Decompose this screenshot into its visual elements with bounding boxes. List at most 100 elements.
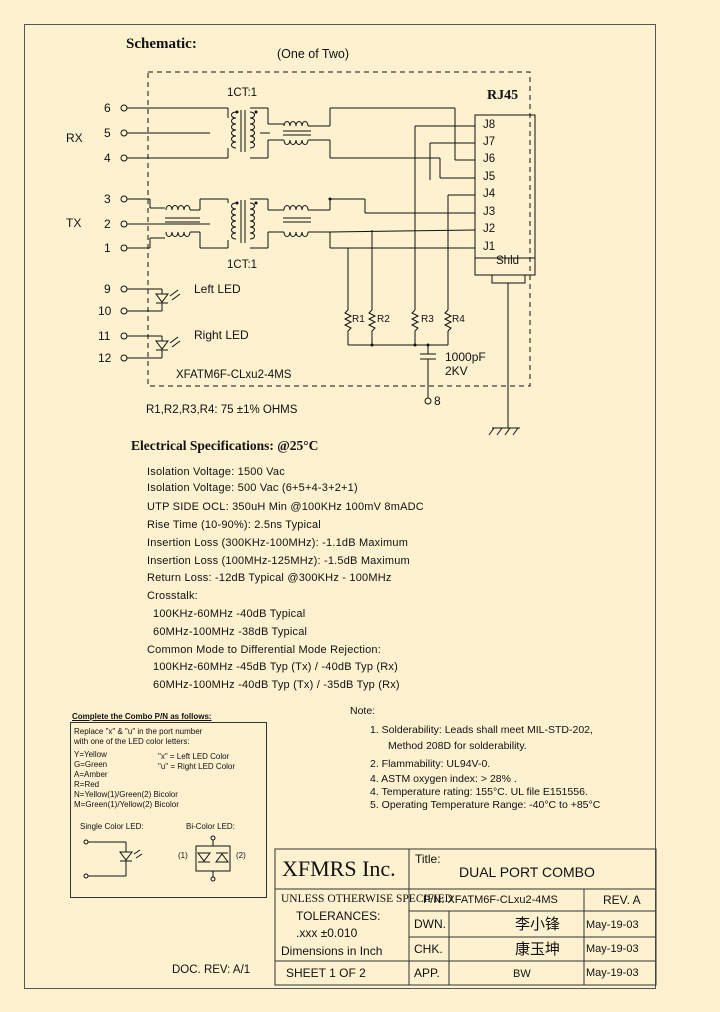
tx-choke-top <box>165 205 191 211</box>
revision: REV. A <box>603 893 641 907</box>
notes-title: Note: <box>350 705 376 717</box>
chk-date: May-19-03 <box>586 943 639 955</box>
dwn-signature: 李小锋 <box>515 916 561 933</box>
combo-title: Complete the Combo P/N as follows: <box>72 712 212 721</box>
jack-pin-j3: J3 <box>483 206 496 218</box>
chk-signature: 康玉坤 <box>515 941 561 958</box>
spec-line: 60MHz-100MHz -38dB Typical <box>153 626 308 638</box>
note-item: 4. Temperature rating: 155°C. UL file E1… <box>370 786 588 798</box>
combo-line: M=Green(1)/Yellow(2) Bicolor <box>74 800 179 809</box>
combo-line: A=Amber <box>74 770 108 779</box>
chk-label: CHK. <box>414 942 443 956</box>
pin-1: 1 <box>104 241 111 255</box>
one-of-two-label: (One of Two) <box>277 47 350 61</box>
tx-secondary-coil <box>249 202 255 240</box>
single-color-label: Single Color LED: <box>80 822 144 831</box>
combo-box <box>70 722 267 898</box>
bicolor-led-1-icon <box>197 852 211 862</box>
title-label: Title: <box>415 852 441 866</box>
ct-bottom-label: 1CT:1 <box>227 259 258 271</box>
combo-line: G=Green <box>74 760 108 769</box>
schematic-part-number: XFATM6F-CLxu2-4MS <box>176 369 292 381</box>
jack-pin-j2: J2 <box>483 223 496 235</box>
jack-pin-j7: J7 <box>483 136 496 148</box>
tolerance-value: .xxx ±0.010 <box>296 926 358 940</box>
pin-9: 9 <box>104 282 111 296</box>
pin-5: 5 <box>104 126 111 140</box>
combo-x-note: "x" = Left LED Color <box>158 752 230 761</box>
bicolor-led-2-icon <box>215 853 229 863</box>
ct-top-label: 1CT:1 <box>227 87 258 99</box>
title-value: DUAL PORT COMBO <box>459 864 595 880</box>
r4-symbol <box>443 309 453 332</box>
r2-symbol <box>367 309 377 332</box>
jack-pin-j8: J8 <box>483 119 496 131</box>
r3-label: R3 <box>421 314 434 325</box>
rx-secondary-coil <box>249 111 255 149</box>
left-pin-circles <box>120 104 128 362</box>
app-date: May-19-03 <box>586 967 639 979</box>
tx-primary-coil <box>231 202 237 240</box>
note-item: 1. Solderability: Leads shall meet MIL-S… <box>370 724 593 736</box>
part-number: P/N: XFATM6F-CLxu2-4MS <box>423 894 558 906</box>
right-led-symbol <box>155 340 169 350</box>
r1-label: R1 <box>352 314 365 325</box>
r3-symbol <box>410 309 420 332</box>
combo-line: R=Red <box>74 780 100 789</box>
spec-line: Isolation Voltage: 500 Vac (6+5+4-3+2+1) <box>147 482 358 494</box>
module-boundary <box>147 71 531 387</box>
tx-label: TX <box>66 216 82 230</box>
r4-label: R4 <box>452 314 465 325</box>
doc-revision: DOC. REV: A/1 <box>172 964 251 976</box>
sheet-number: SHEET 1 OF 2 <box>286 966 366 980</box>
tolerances-label: TOLERANCES: <box>296 909 381 923</box>
rx-primary-coil <box>231 111 237 149</box>
left-led-symbol <box>155 293 169 303</box>
spec-line: Return Loss: -12dB Typical @300KHz - 100… <box>147 572 392 584</box>
bi-color-label: Bi-Color LED: <box>186 822 235 831</box>
jack-pin-j4: J4 <box>483 188 496 200</box>
right-led-label: Right LED <box>194 328 249 342</box>
jack-shield: Shld <box>496 255 520 267</box>
spec-line: Crosstalk: <box>147 590 198 602</box>
rx-label: RX <box>66 131 83 145</box>
pin-3: 3 <box>104 192 111 206</box>
cap-voltage: 2KV <box>445 364 468 378</box>
spec-line: 100KHz-60MHz -40dB Typical <box>153 608 306 620</box>
app-signature: BW <box>513 968 531 980</box>
resistor-note: R1,R2,R3,R4: 75 ±1% OHMS <box>146 404 298 416</box>
pin-8: 8 <box>434 394 441 408</box>
spec-line: Insertion Loss (300KHz-100MHz): -1.1dB M… <box>147 537 409 549</box>
jack-pin-j5: J5 <box>483 171 496 183</box>
r2-label: R2 <box>377 314 390 325</box>
left-led-label: Left LED <box>194 282 241 296</box>
note-item: 2. Flammability: UL94V-0. <box>370 758 491 770</box>
jack-pin-j1: J1 <box>483 241 496 253</box>
drawing-frame <box>24 24 656 989</box>
rx-choke-top <box>283 121 309 127</box>
company-name: XFMRS Inc. <box>282 856 396 881</box>
pin-11: 11 <box>98 329 111 343</box>
note-item: 4. ASTM oxygen index: > 28% . <box>370 773 517 785</box>
schematic-diagram <box>120 71 536 436</box>
schematic-heading: Schematic: <box>126 36 197 52</box>
cap-value: 1000pF <box>445 350 486 364</box>
note-item: Method 208D for solderability. <box>388 740 527 752</box>
spec-line: Rise Time (10-90%): 2.5ns Typical <box>147 519 321 531</box>
pin-2: 2 <box>104 217 111 231</box>
spec-line: Isolation Voltage: 1500 Vac <box>147 466 285 478</box>
app-label: APP. <box>414 966 440 980</box>
pin-12: 12 <box>98 351 112 365</box>
pin-4: 4 <box>104 151 111 165</box>
rj45-label: RJ45 <box>487 88 519 103</box>
electrical-spec-title: Electrical Specifications: @25°C <box>131 438 319 453</box>
combo-line: N=Yellow(1)/Green(2) Bicolor <box>74 790 178 799</box>
pin-10: 10 <box>98 304 112 318</box>
unless-specified: UNLESS OTHERWISE SPECIFIED <box>281 893 453 905</box>
combo-line: Replace "x" & "u" in the port number <box>74 727 203 736</box>
spec-line: 100KHz-60MHz -45dB Typ (Tx) / -40dB Typ … <box>153 661 398 673</box>
bi-color-2: (2) <box>236 851 246 860</box>
note-item: 5. Operating Temperature Range: -40°C to… <box>370 799 601 811</box>
